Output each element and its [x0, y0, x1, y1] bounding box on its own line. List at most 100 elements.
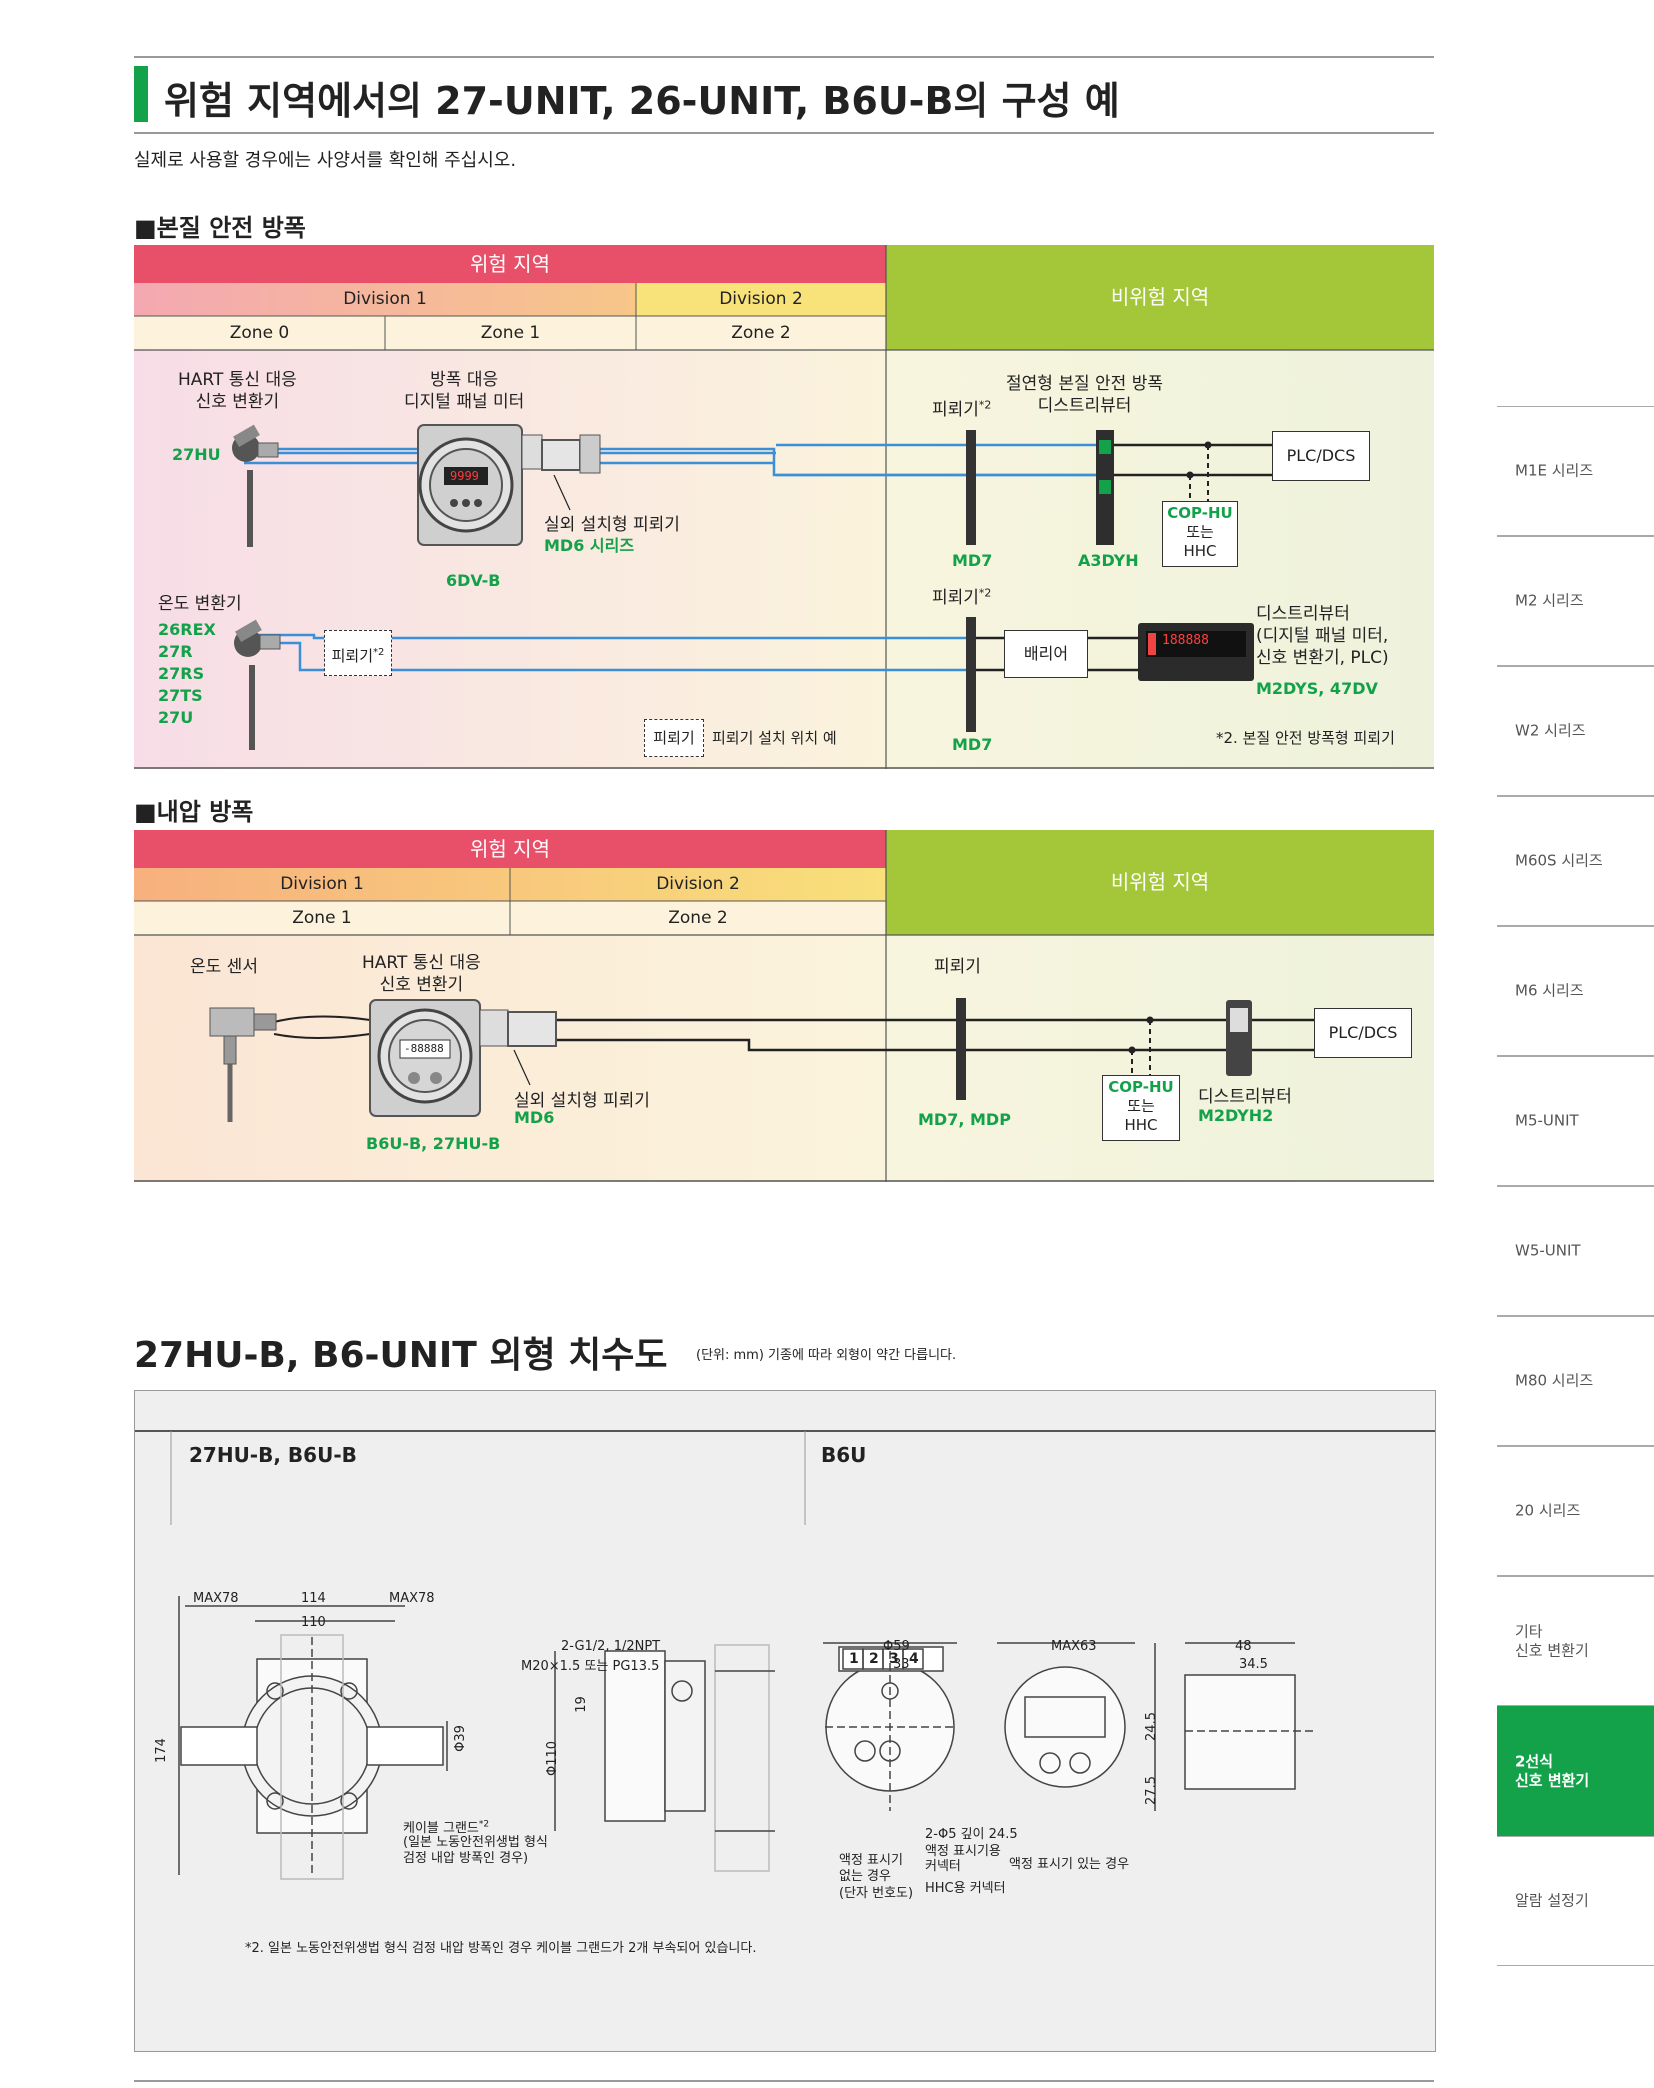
sidebar-item-m2[interactable]: M2 시리즈 — [1497, 536, 1654, 666]
hart-converter-model: 27HU — [172, 445, 221, 464]
section2-diagram: 위험 지역 Division 1 Division 2 Zone 1 Zone … — [134, 830, 1434, 1182]
lcd-connector-label: 액정 표시기용 커넥터 — [925, 1844, 1001, 1874]
section1-diagram-graphics — [134, 245, 1434, 769]
zone2-header: Zone 2 — [731, 323, 791, 343]
arrester-label: 피뢰기 — [934, 957, 981, 977]
isolator-label: 절연형 본질 안전 방폭 디스트리뷰터 — [1006, 374, 1163, 417]
dim-34-5: 34.5 — [1239, 1657, 1268, 1672]
panel-meter-display: 9999 — [450, 469, 479, 483]
cable-gland-note: (일본 노동안전위생법 형식 검정 내압 방폭인 경우) — [403, 1835, 548, 1867]
dim-phi39: Φ39 — [452, 1725, 468, 1752]
zone1-header: Zone 1 — [480, 323, 541, 343]
sidebar-item-label: 2선식 신호 변환기 — [1515, 1752, 1590, 1789]
dimensions-drawing-area: 27HU-B, B6U-B B6U MAX78 114 MAX78 110 17… — [134, 1390, 1436, 2052]
sidebar-item-w2[interactable]: W2 시리즈 — [1497, 666, 1654, 796]
division1-header: Division 1 — [343, 289, 427, 309]
dim-thread: 2-G1/2, 1/2NPT — [561, 1639, 661, 1654]
cop-or: 또는 — [1186, 522, 1214, 541]
arrester-position-example: 피뢰기*2 — [324, 630, 392, 676]
dim-33: 33 — [893, 1657, 910, 1672]
sidebar-item-w5-unit[interactable]: W5-UNIT — [1497, 1186, 1654, 1316]
dim-114: 114 — [301, 1591, 326, 1606]
sidebar-item-label: W5-UNIT — [1515, 1241, 1581, 1260]
sidebar-item-m1e[interactable]: M1E 시리즈 — [1497, 406, 1654, 536]
temp-model: 27R — [158, 642, 193, 661]
sidebar-item-m6[interactable]: M6 시리즈 — [1497, 926, 1654, 1056]
title-accent-bar — [134, 66, 148, 122]
temp-model: 26REX — [158, 620, 216, 639]
terminal-number: 3 — [889, 1651, 899, 1667]
hhc-label: HHC — [1124, 1115, 1158, 1134]
sidebar-item-label: M60S 시리즈 — [1515, 851, 1603, 870]
dim-110: 110 — [301, 1615, 326, 1630]
dimensions-drawing — [135, 1430, 1435, 1880]
legend-text: 피뢰기 설치 위치 예 — [712, 729, 837, 747]
sidebar-item-label: M5-UNIT — [1515, 1111, 1579, 1130]
dim-holes: 2-Φ5 깊이 24.5 — [925, 1827, 1018, 1842]
converter-model: B6U-B, 27HU-B — [366, 1134, 501, 1153]
distributor-model: M2DYS, 47DV — [1256, 679, 1378, 698]
outdoor-arrester-label: 실외 설치형 피뢰기 — [544, 515, 680, 535]
page-note: 실제로 사용할 경우에는 사양서를 확인해 주십시오. — [134, 150, 517, 171]
division2-header: Division 2 — [656, 874, 740, 894]
dimensions-footnote: *2. 일본 노동안전위생법 형식 검정 내압 방폭인 경우 케이블 그랜드가 … — [245, 1941, 757, 1956]
sidebar-item-m60s[interactable]: M60S 시리즈 — [1497, 796, 1654, 926]
cop-hhc-box: COP-HU 또는 HHC — [1162, 501, 1238, 567]
distributor-display: 188888 — [1162, 633, 1209, 648]
no-lcd-label: 액정 표시기 없는 경우 (단자 번호도) — [839, 1853, 914, 1901]
left-drawing-label: 27HU-B, B6U-B — [189, 1443, 357, 1467]
temperature-sensor-label: 온도 센서 — [190, 957, 258, 977]
sidebar-item-label: M1E 시리즈 — [1515, 461, 1594, 480]
sidebar-item-alarm-setter[interactable]: 알람 설정기 — [1497, 1836, 1654, 1966]
dim-phi59: Φ59 — [883, 1639, 910, 1654]
outdoor-arrester-model: MD6 — [514, 1108, 555, 1127]
zone0-header: Zone 0 — [229, 323, 290, 343]
hhc-connector-label: HHC용 커넥터 — [925, 1881, 1006, 1896]
temp-converter-models: 26REX 27R 27RS 27TS 27U — [158, 619, 216, 729]
distributor-label: 디스트리뷰터 — [1198, 1087, 1292, 1107]
sidebar-item-m5-unit[interactable]: M5-UNIT — [1497, 1056, 1654, 1186]
hhc-label: HHC — [1183, 541, 1217, 560]
cop-or: 또는 — [1127, 1096, 1155, 1115]
distributor-label: 디스트리뷰터 (디지털 패널 미터, 신호 변환기, PLC) — [1256, 604, 1389, 669]
section1-diagram: 위험 지역 Division 1 Division 2 Zone 0 Zone … — [134, 245, 1434, 769]
zone1-header: Zone 1 — [292, 908, 352, 928]
section1-footnote: *2. 본질 안전 방폭형 피뢰기 — [1216, 729, 1395, 747]
temp-model: 27RS — [158, 664, 205, 683]
arrester-b-model: MD7 — [952, 735, 993, 754]
sidebar-item-label: M6 시리즈 — [1515, 981, 1584, 1000]
arrester-a-model: MD7 — [952, 551, 993, 570]
isolator-model: A3DYH — [1078, 551, 1139, 570]
hazard-area-header: 위험 지역 — [470, 252, 550, 276]
with-lcd-label: 액정 표시기 있는 경우 — [1009, 1857, 1130, 1872]
dim-max78-right: MAX78 — [389, 1591, 435, 1606]
dim-24-5: 24.5 — [1143, 1712, 1159, 1741]
terminal-number: 4 — [909, 1651, 919, 1667]
distributor-model: M2DYH2 — [1198, 1106, 1274, 1125]
plc-dcs-box: PLC/DCS — [1314, 1008, 1412, 1058]
legend-arrester-box: 피뢰기 — [644, 719, 704, 757]
sidebar-item-m80[interactable]: M80 시리즈 — [1497, 1316, 1654, 1446]
dim-48: 48 — [1235, 1639, 1252, 1654]
outdoor-arrester-model: MD6 시리즈 — [544, 536, 635, 555]
nonhazard-area-header: 비위험 지역 — [1110, 285, 1210, 309]
sidebar-item-label: 기타 신호 변환기 — [1515, 1622, 1589, 1659]
hazard-area-header: 위험 지역 — [470, 837, 550, 861]
dimensions-title: 27HU-B, B6-UNIT 외형 치수도 — [134, 1335, 668, 1376]
division2-header: Division 2 — [719, 289, 803, 309]
nonhazard-area-header: 비위험 지역 — [1110, 870, 1210, 894]
sidebar-item-two-wire[interactable]: 2선식 신호 변환기 — [1497, 1706, 1654, 1836]
sidebar-item-other-converters[interactable]: 기타 신호 변환기 — [1497, 1576, 1654, 1706]
page-title-bar: 위험 지역에서의 27-UNIT, 26-UNIT, B6U-B의 구성 예 — [134, 56, 1434, 134]
zone2-header: Zone 2 — [668, 908, 728, 928]
section1-heading: ■본질 안전 방폭 — [134, 214, 306, 242]
sidebar-item-label: 20 시리즈 — [1515, 1501, 1581, 1520]
temp-model: 27TS — [158, 686, 203, 705]
cop-label: COP-HU — [1167, 504, 1233, 522]
arrester-model: MD7, MDP — [918, 1110, 1011, 1129]
dimensions-subtitle: (단위: mm) 기종에 따라 외형이 약간 다릅니다. — [696, 1348, 957, 1363]
terminal-number: 1 — [849, 1651, 859, 1667]
hart-converter-label: HART 통신 대응 신호 변환기 — [362, 953, 481, 996]
sidebar-item-20-series[interactable]: 20 시리즈 — [1497, 1446, 1654, 1576]
sidebar-item-label: M80 시리즈 — [1515, 1371, 1594, 1390]
